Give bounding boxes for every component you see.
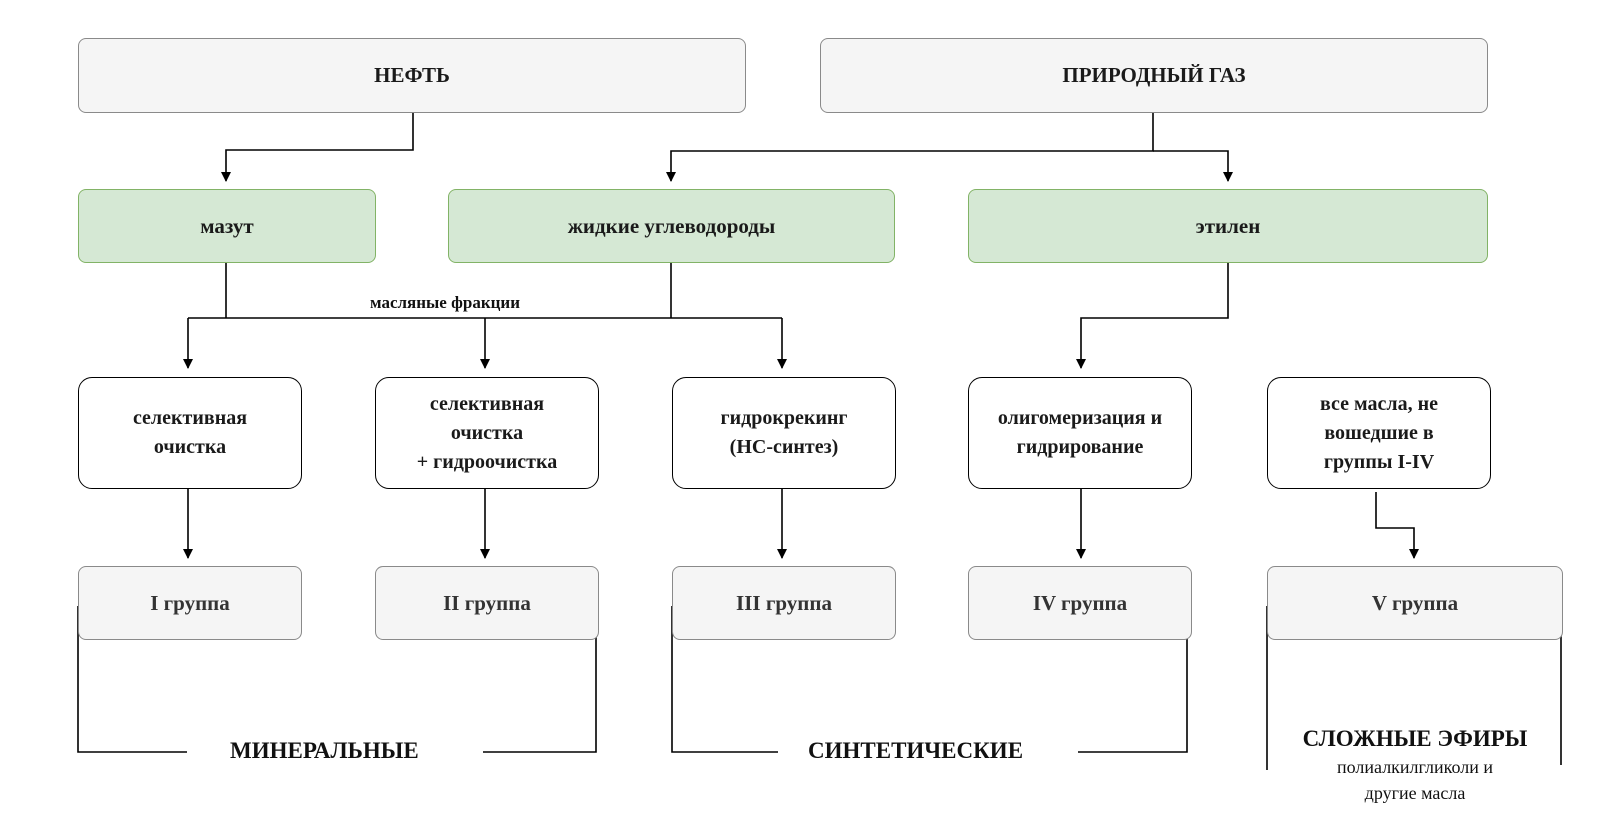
process-5-line-2: вошедшие в	[1324, 421, 1434, 444]
source-oil-label: НЕФТЬ	[374, 63, 450, 88]
group-5-label: V группа	[1371, 590, 1459, 615]
process-2-line-1: селективная	[429, 392, 545, 415]
group-2: II группа	[375, 566, 599, 640]
group-4-label: IV группа	[1032, 590, 1128, 615]
process-3-line-2: (HC-синтез)	[729, 436, 839, 458]
edge-gas-to-liquid-hc	[666, 113, 1154, 182]
process-1-line-2: очистка	[153, 436, 227, 458]
group-5: V группа	[1267, 566, 1563, 640]
process-hydrocracking: гидрокрекинг (HC-синтез)	[672, 377, 896, 489]
process-4-line-2: гидрирование	[1016, 436, 1144, 458]
process-2-line-2: очистка	[450, 421, 524, 444]
category-synthetic: СИНТЕТИЧЕСКИЕ	[808, 738, 1024, 763]
group-4: IV группа	[968, 566, 1192, 640]
bracket-mineral	[77, 606, 597, 753]
esters-subtitle-2: другие масла	[1364, 782, 1466, 803]
group-1-label: I группа	[150, 590, 230, 615]
edge-ethylene-to-process-4	[1076, 262, 1229, 369]
ethylene-label: этилен	[1195, 213, 1261, 238]
group-3-label: III группа	[736, 590, 832, 615]
process-4-line-1: олигомеризация и	[997, 407, 1163, 429]
intermediate-ethylene: этилен	[968, 189, 1488, 263]
edge-gas-to-ethylene	[1153, 150, 1233, 182]
source-natural-gas-label: ПРИРОДНЫЙ ГАЗ	[1062, 63, 1246, 88]
intermediate-liquid-hydrocarbons: жидкие углеводороды	[448, 189, 895, 263]
process-5-line-1: все масла, не	[1319, 392, 1439, 415]
group-2-label: II группа	[443, 590, 531, 615]
bracket-synthetic	[671, 606, 1188, 753]
process-3-line-1: гидрокрекинг	[720, 407, 848, 429]
category-mineral: МИНЕРАЛЬНЫЕ	[230, 738, 419, 763]
fuel-oil-label: мазут	[200, 213, 254, 238]
process-5-line-3: группы I-IV	[1323, 450, 1435, 473]
esters-subtitle-1: полиалкилгликоли и	[1337, 756, 1493, 777]
intermediate-fuel-oil: мазут	[78, 189, 376, 263]
process-1-line-1: селективная	[132, 407, 248, 429]
liquid-hydrocarbons-label: жидкие углеводороды	[567, 213, 776, 238]
process-other-oils: все масла, не вошедшие в группы I-IV	[1267, 377, 1491, 489]
group-1: I группа	[78, 566, 302, 640]
edge-oil-to-fuel-oil	[221, 113, 414, 182]
process-oligomerization-hydrogenation: олигомеризация и гидрирование	[968, 377, 1192, 489]
process-2-line-3: + гидроочистка	[416, 450, 558, 473]
oil-fractions-label: масляные фракции	[370, 293, 521, 312]
esters-title: СЛОЖНЫЕ ЭФИРЫ	[1302, 726, 1528, 751]
edge-process-5-to-group-5	[1375, 492, 1419, 559]
source-natural-gas: ПРИРОДНЫЙ ГАЗ	[820, 38, 1488, 113]
process-selective-refining-hydrotreating: селективная очистка + гидроочистка	[375, 377, 599, 489]
category-esters: СЛОЖНЫЕ ЭФИРЫ полиалкилгликоли и другие …	[1268, 724, 1562, 806]
source-oil: НЕФТЬ	[78, 38, 746, 113]
process-selective-refining: селективная очистка	[78, 377, 302, 489]
group-3: III группа	[672, 566, 896, 640]
